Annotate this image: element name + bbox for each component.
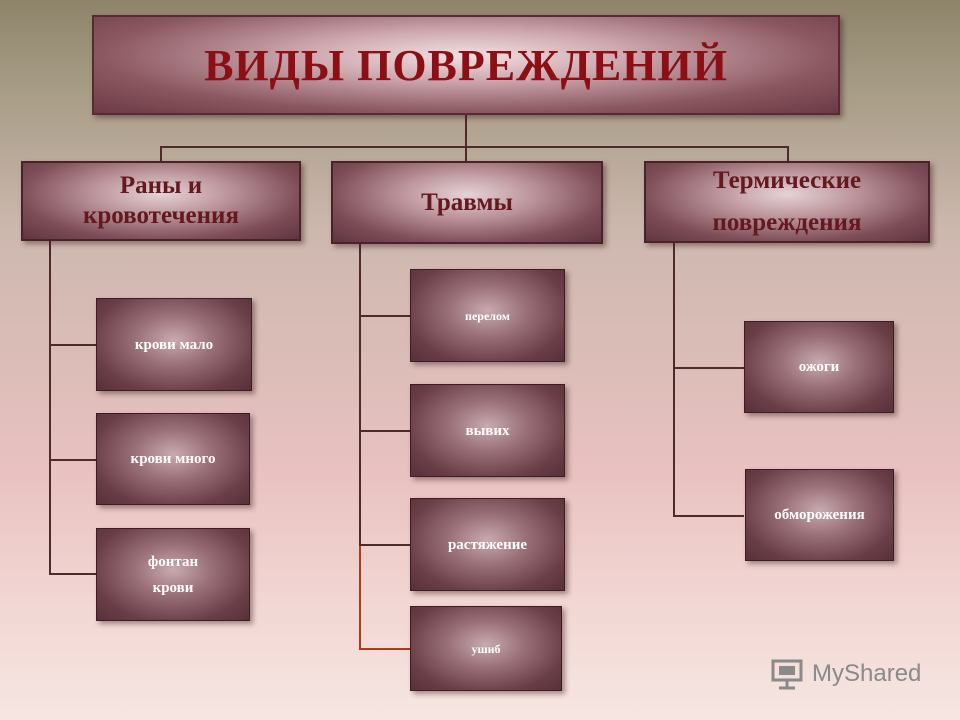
leaf-label: обморожения	[774, 507, 865, 523]
connector-cat2-item4	[359, 648, 410, 650]
category-label: Травмы	[421, 188, 513, 216]
connector-to-category-2	[465, 146, 467, 162]
presentation-icon	[771, 659, 803, 690]
connector-cat3-item2	[673, 515, 744, 517]
leaf-much-blood: крови много	[96, 413, 250, 505]
connector-cat2-vertical-lower	[359, 546, 361, 650]
leaf-label: крови много	[130, 451, 216, 467]
leaf-dislocation: вывих	[410, 384, 565, 477]
leaf-label: растяжение	[447, 536, 528, 553]
leaf-burns: ожоги	[744, 321, 894, 413]
leaf-label: крови мало	[134, 336, 214, 353]
connector-to-category-3	[787, 146, 789, 162]
connector-cat1-item3	[49, 573, 96, 575]
connector-cat2-item3	[359, 544, 410, 546]
leaf-little-blood: крови мало	[96, 298, 252, 391]
leaf-label: вывих	[465, 422, 510, 439]
leaf-bruise: ушиб	[410, 606, 562, 691]
leaf-label: перелом	[465, 308, 510, 323]
connector-cat2-item1	[359, 315, 410, 317]
connector-horizontal-bus	[160, 146, 789, 148]
connector-to-category-1	[160, 146, 162, 162]
connector-cat2-vertical	[359, 244, 361, 546]
leaf-fracture: перелом	[410, 269, 565, 362]
leaf-label: ушиб	[471, 641, 501, 656]
category-injuries-box: Травмы	[331, 161, 603, 244]
diagram-title-box: ВИДЫ ПОВРЕЖДЕНИЙ	[92, 15, 840, 115]
connector-cat3-item1	[673, 367, 744, 369]
connector-cat1-vertical	[49, 241, 51, 575]
connector-cat1-item2	[49, 459, 96, 461]
connector-cat2-item2	[359, 430, 410, 432]
leaf-sprain: растяжение	[410, 498, 565, 591]
connector-cat3-vertical	[673, 243, 675, 517]
watermark-text: MyShared	[812, 660, 922, 687]
diagram-title: ВИДЫ ПОВРЕЖДЕНИЙ	[204, 40, 728, 90]
watermark: MyShared	[770, 656, 921, 692]
connector-cat1-item1	[49, 344, 96, 346]
leaf-label: ожоги	[798, 359, 840, 375]
connector-title-down	[465, 115, 467, 148]
leaf-frostbite: обморожения	[745, 469, 894, 561]
